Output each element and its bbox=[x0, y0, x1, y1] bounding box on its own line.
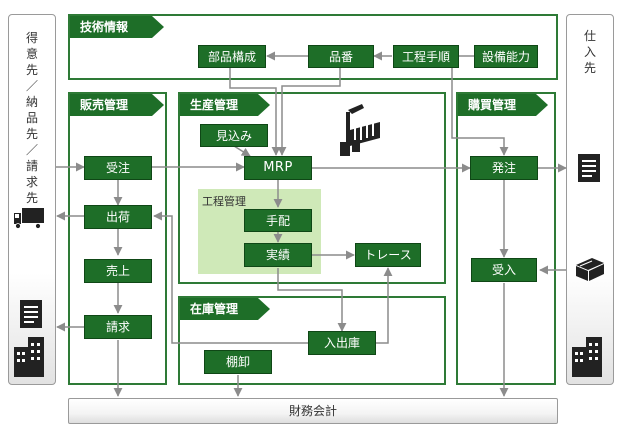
process-management-label: 工程管理 bbox=[202, 195, 246, 208]
box-icon bbox=[576, 258, 604, 281]
node-mrp: MRP bbox=[244, 156, 312, 180]
sales-title: 販売管理 bbox=[70, 94, 164, 116]
node-purchase-order: 発注 bbox=[470, 156, 538, 180]
node-shipping: 出荷 bbox=[84, 205, 152, 229]
document-icon bbox=[578, 154, 600, 182]
purchasing-panel bbox=[456, 92, 556, 385]
customer-label: 得 意 先 ／ 納 品 先 ／ 請 求 先 bbox=[25, 31, 38, 205]
node-process-procedure: 工程手順 bbox=[393, 45, 459, 68]
factory-icon bbox=[340, 104, 380, 156]
document-icon bbox=[20, 300, 42, 328]
node-order-received: 受注 bbox=[84, 156, 152, 180]
node-equipment-capacity: 設備能力 bbox=[474, 45, 538, 68]
node-receiving: 受入 bbox=[471, 258, 537, 282]
financial-accounting: 財務会計 bbox=[68, 398, 558, 424]
tech-info-title: 技術情報 bbox=[70, 16, 164, 38]
building-icon bbox=[14, 337, 44, 377]
building-icon bbox=[572, 337, 602, 377]
node-estimate: 見込み bbox=[200, 124, 268, 147]
supplier-panel bbox=[566, 14, 614, 385]
node-sales: 売上 bbox=[84, 259, 152, 283]
purchasing-title: 購買管理 bbox=[458, 94, 548, 116]
node-stocktaking: 棚卸 bbox=[204, 350, 272, 374]
node-part-number: 品番 bbox=[308, 45, 374, 68]
supplier-label: 仕 入 先 bbox=[583, 29, 596, 75]
node-actual: 実績 bbox=[244, 243, 312, 267]
node-trace: トレース bbox=[355, 243, 421, 267]
node-arrangement: 手配 bbox=[244, 209, 312, 232]
node-parts-structure: 部品構成 bbox=[198, 45, 266, 68]
node-stock-in-out: 入出庫 bbox=[308, 331, 376, 355]
production-title: 生産管理 bbox=[180, 94, 270, 116]
inventory-title: 在庫管理 bbox=[180, 298, 270, 320]
node-billing: 請求 bbox=[84, 315, 152, 339]
truck-icon bbox=[14, 208, 44, 229]
